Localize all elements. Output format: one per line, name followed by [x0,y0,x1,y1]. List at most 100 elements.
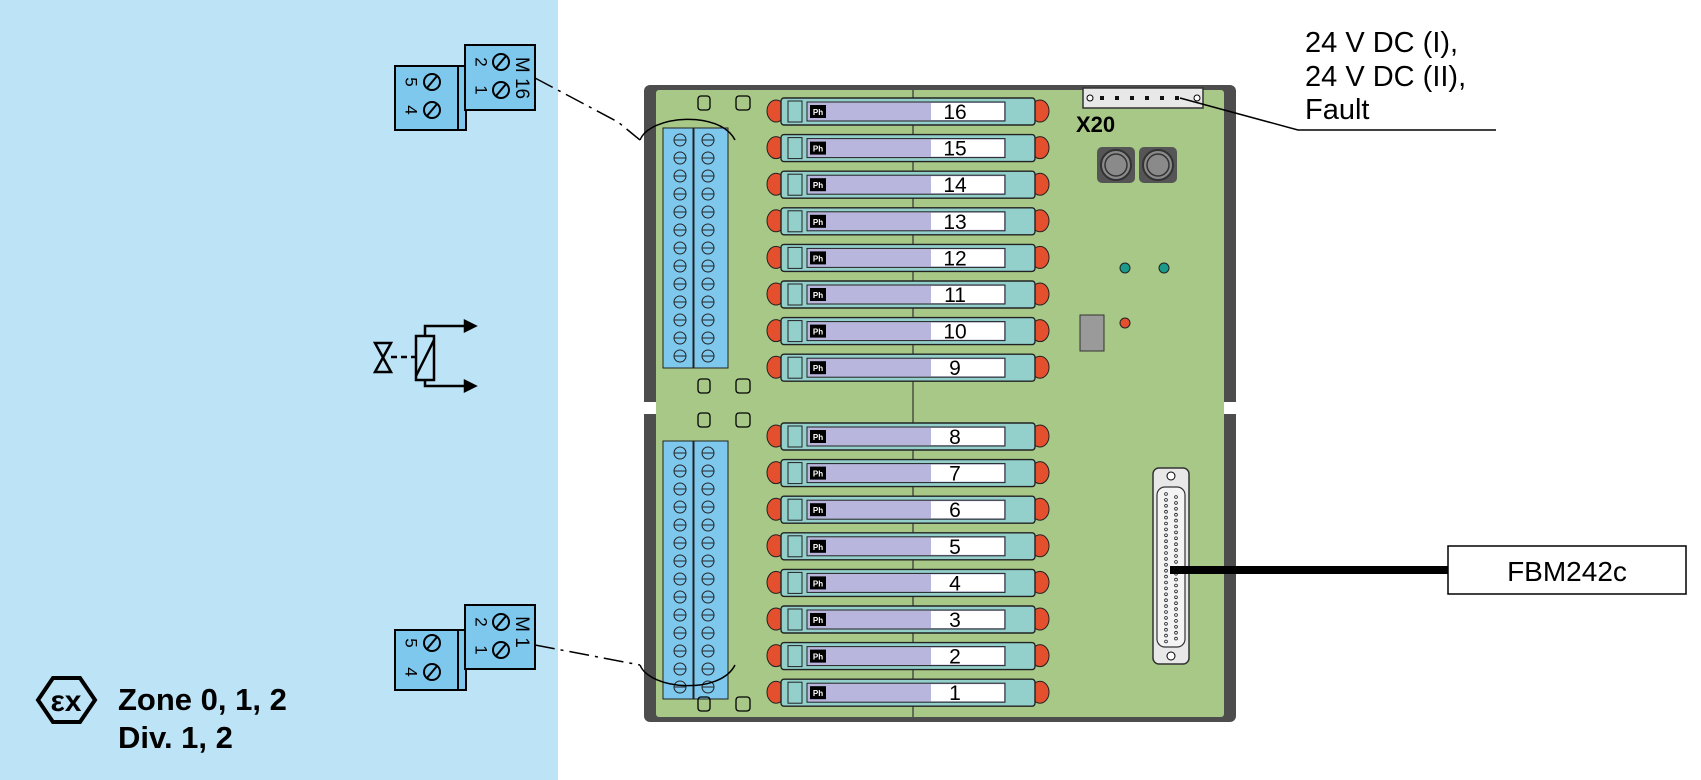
module-number: 5 [949,536,961,559]
module-logo-text: Ph [813,291,823,300]
module-logo-icon [810,503,826,517]
power-connector-x20 [1082,87,1204,109]
dsub-pin [1174,577,1178,582]
dsub-pin [1164,533,1168,538]
pin-label: 2 [472,57,491,66]
dip-switch [1079,314,1105,352]
module-logo-icon [810,539,826,553]
module-number-field [931,286,1004,303]
dsub-pin [1174,619,1178,623]
isolator-module[interactable]: Ph 8 [766,422,1050,451]
connector-label-x20: X20 [1076,112,1115,137]
module-number-field [931,501,1004,519]
zone-label: Zone 0, 1, 2 [118,682,287,717]
module-number: 4 [949,572,961,595]
module-number: 14 [943,174,967,197]
dsub-pin [1164,639,1168,644]
module-number-field [931,464,1004,482]
module-number: 8 [949,426,961,449]
dsub-pin [1174,554,1178,558]
module-latch [787,283,803,306]
dsub-pin [1174,495,1178,499]
dsub-pin [1174,548,1178,552]
module-logo-text: Ph [813,506,823,515]
dsub-pin [1164,621,1168,626]
module-latch [787,535,803,558]
dsub-pin [1174,501,1178,505]
module-logo-icon [810,686,826,700]
callout-line-m16 [534,77,641,141]
board-pads [697,95,751,712]
module-logo-text: Ph [813,181,823,190]
dsub-pin [1174,630,1178,635]
module-logo-icon [810,361,826,375]
module-number-field [931,574,1004,592]
dsub-pin [1164,521,1168,526]
module-logo-icon [810,649,826,663]
module-number: 3 [949,609,961,632]
dsub-pin [1174,542,1178,546]
module-logo-text: Ph [813,470,823,479]
screw-icon [423,634,441,652]
fbm-target-box [1447,545,1687,595]
dsub-pin [1174,607,1178,611]
dsub-pin [1174,589,1178,594]
isolator-module[interactable]: Ph 14 [766,170,1050,199]
module-logo-icon [810,613,826,626]
module-latch [787,210,803,233]
pin-label: 4 [402,667,421,676]
power-callout-line-2: 24 V DC (II), [1305,61,1466,93]
dsub-pin [1164,574,1168,579]
module-logo-text: Ph [813,364,823,373]
dsub-pin [1174,536,1178,541]
pin-label: 2 [472,617,491,626]
module-number: 12 [943,247,966,270]
power-callout-line-3: Fault [1305,94,1369,126]
module-latch [787,425,803,448]
dsub-pin [1174,560,1178,564]
module-latch [787,173,803,196]
screw-icon [423,101,441,119]
pin-label: 5 [402,77,421,86]
fuse-holder-icon [1097,147,1135,183]
module-logo-text: Ph [813,616,823,625]
isolator-module[interactable]: Ph 3 [766,605,1050,634]
power-callout-line [1179,97,1496,131]
module-logo-text: Ph [813,433,823,442]
dsub-pin [1164,627,1168,632]
module-logo-icon [810,576,826,590]
module-number-field [931,611,1004,628]
dsub-pin [1164,580,1168,585]
module-number-field [931,684,1004,702]
module-latch [787,137,803,160]
module-logo-icon [810,178,826,192]
screw-icon [492,53,510,71]
dsub-pin [1174,595,1178,600]
module-number-field [931,212,1004,230]
module-number-field [931,359,1004,377]
isolator-module[interactable]: Ph 7 [766,458,1050,488]
callout-line-m1 [534,644,641,666]
dsub-pin [1164,539,1168,543]
dsub-pin [1174,583,1178,588]
ex-hazard-icon: εx [35,676,98,724]
dsub-pin [1164,616,1168,620]
pin-label: 4 [402,105,421,114]
module-number: 7 [949,463,961,486]
highlight-arc [639,118,736,141]
module-number-field [931,428,1004,445]
module-latch [787,608,803,631]
